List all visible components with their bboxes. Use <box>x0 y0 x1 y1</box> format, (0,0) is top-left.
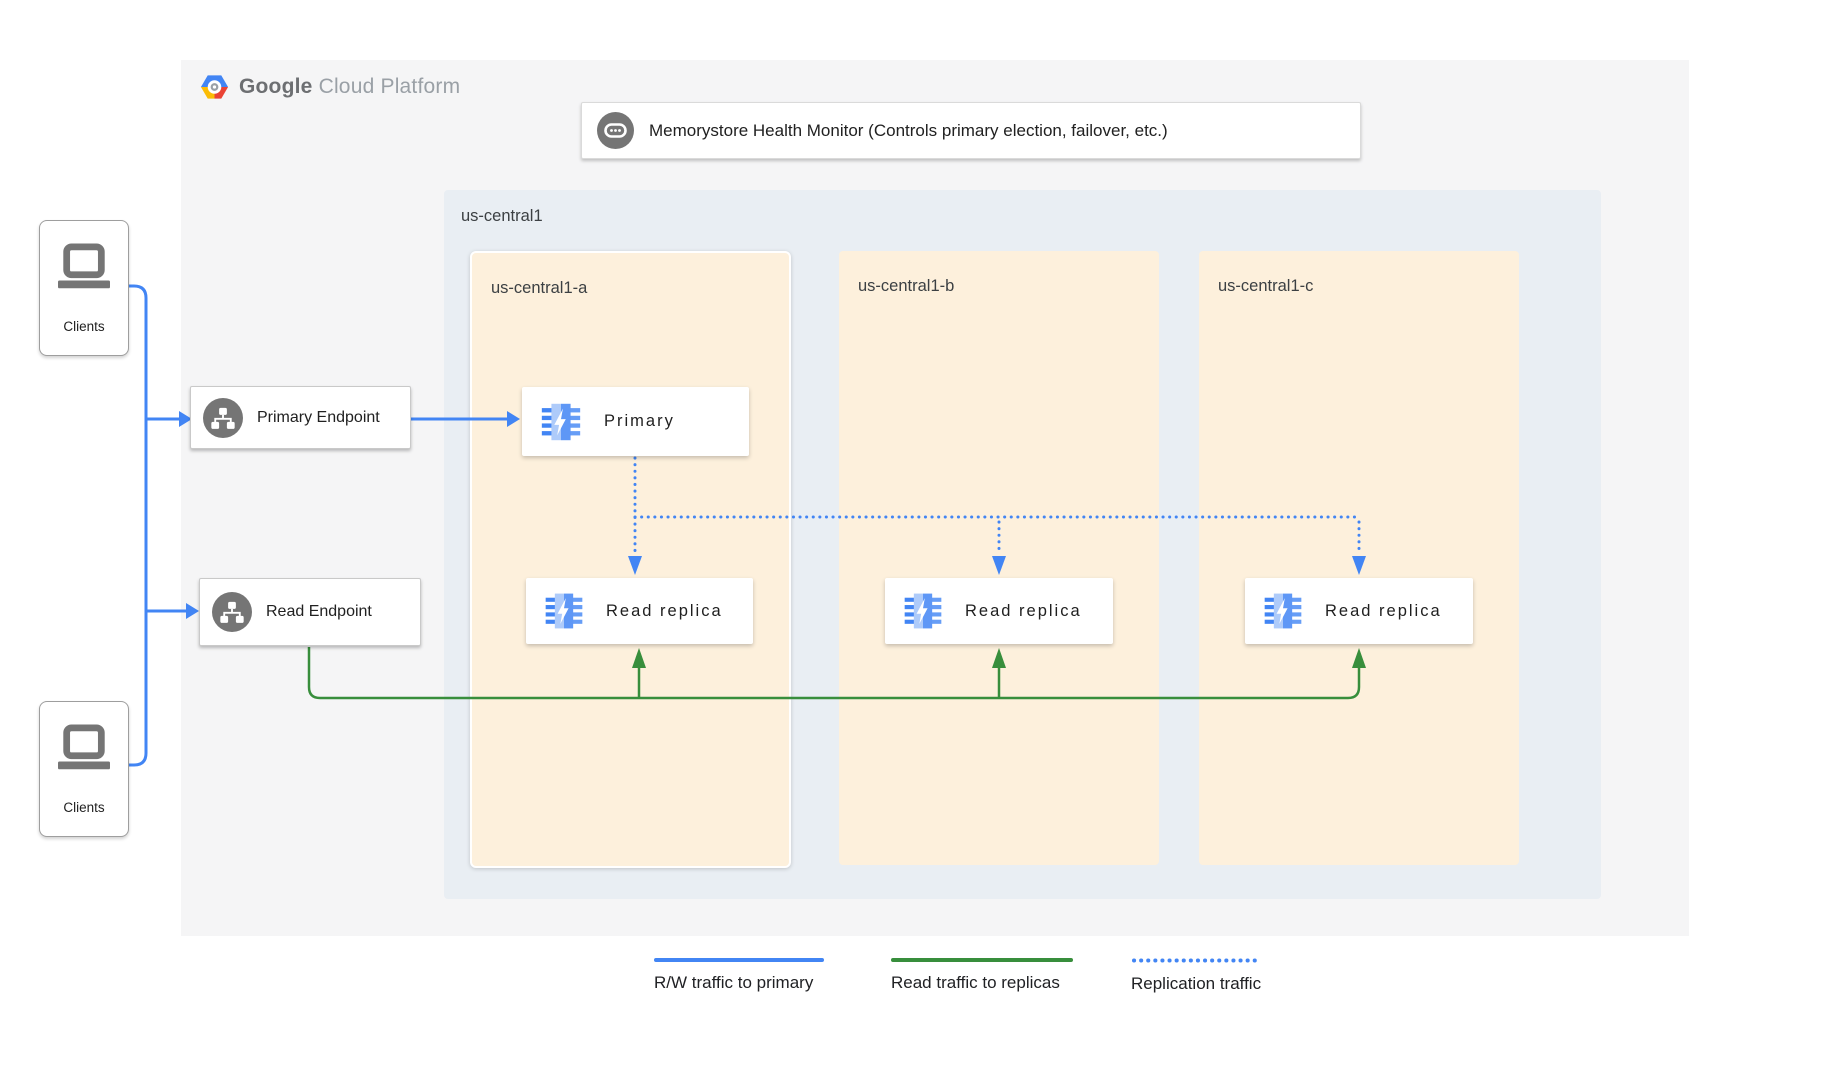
memorystore-chip-icon <box>904 593 942 629</box>
network-sitemap-icon <box>203 397 243 438</box>
zone-label: us-central1-c <box>1218 277 1314 295</box>
memorystore-chip-icon <box>1264 593 1302 629</box>
legend-swatch-solid-green <box>891 958 1073 962</box>
legend-swatch-solid-blue <box>654 958 824 962</box>
health-monitor-box: Memorystore Health Monitor (Controls pri… <box>581 102 1361 159</box>
zone-label: us-central1-a <box>491 279 588 297</box>
region-label: us-central1 <box>461 207 543 225</box>
zone-us-central1-a: us-central1-a <box>470 251 791 868</box>
gcp-logo: Google Cloud Platform <box>199 73 460 101</box>
legend-rw-traffic: R/W traffic to primary <box>654 958 824 993</box>
zone-us-central1-c: us-central1-c <box>1199 251 1519 865</box>
zone-label: us-central1-b <box>858 277 955 295</box>
read-endpoint-box: Read Endpoint <box>199 578 421 646</box>
legend-swatch-dotted-blue <box>1132 958 1262 963</box>
console-ellipsis-icon <box>597 112 634 149</box>
legend-label: Replication traffic <box>1131 974 1262 993</box>
laptop-icon <box>58 724 110 770</box>
legend-label: Read traffic to replicas <box>891 973 1060 992</box>
clients-label: Clients <box>63 800 105 815</box>
clients-box-bottom: Clients <box>39 701 129 837</box>
read-replica-box-b: Read replica <box>885 578 1113 644</box>
legend-replication-traffic: Replication traffic <box>1131 958 1263 994</box>
primary-node-label: Primary <box>604 412 675 430</box>
read-replica-label: Read replica <box>606 601 723 620</box>
read-replica-label: Read replica <box>1325 601 1442 620</box>
memorystore-chip-icon <box>541 403 581 440</box>
health-monitor-label: Memorystore Health Monitor (Controls pri… <box>649 120 1168 140</box>
read-replica-label: Read replica <box>965 601 1082 620</box>
gcp-hexagon-icon <box>200 75 229 99</box>
read-replica-box-c: Read replica <box>1245 578 1473 644</box>
brand-cloud-platform: Cloud Platform <box>318 75 461 98</box>
clients-label: Clients <box>63 319 105 334</box>
network-sitemap-icon <box>212 592 252 632</box>
legend-label: R/W traffic to primary <box>654 973 814 992</box>
clients-box-top: Clients <box>39 220 129 356</box>
primary-endpoint-box: Primary Endpoint <box>190 386 411 449</box>
brand-wordmark: Google Cloud Platform <box>239 75 460 99</box>
read-endpoint-label: Read Endpoint <box>266 603 372 620</box>
zone-us-central1-b: us-central1-b <box>839 251 1159 865</box>
primary-node-box: Primary <box>522 387 749 456</box>
primary-endpoint-label: Primary Endpoint <box>257 408 380 426</box>
laptop-icon <box>58 243 110 289</box>
memorystore-chip-icon <box>545 593 583 629</box>
brand-google: Google <box>239 75 313 98</box>
legend-read-traffic: Read traffic to replicas <box>891 958 1073 993</box>
read-replica-box-a: Read replica <box>526 578 753 644</box>
